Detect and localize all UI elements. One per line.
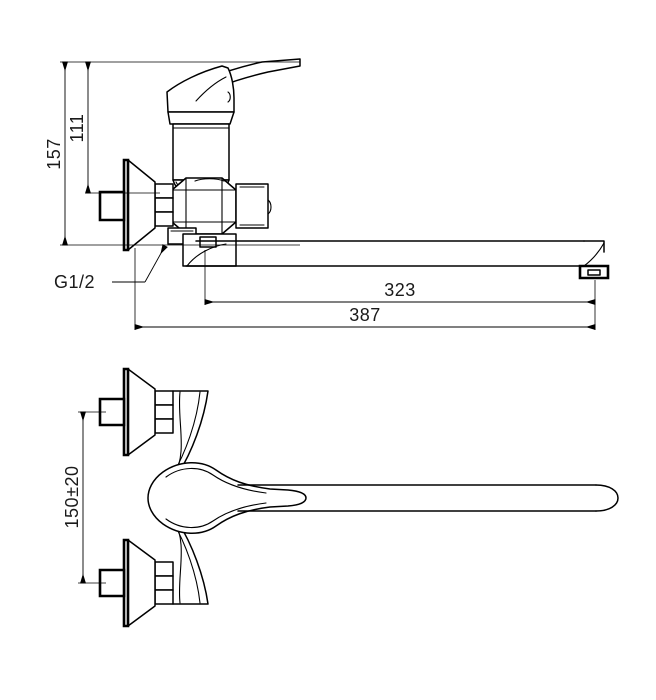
lever-handle	[166, 58, 301, 125]
thread-callout-text: G1/2	[54, 272, 95, 292]
dimension-overall-height-text: 157	[44, 138, 64, 170]
dimension-group-side-elevation: 157 111 323 387 G1/2	[44, 61, 596, 330]
view-side-elevation	[98, 58, 610, 280]
dimension-inlet-centers-text: 150±20	[62, 466, 82, 529]
annotation-thread-callout: G1/2	[54, 244, 168, 292]
aerator	[578, 264, 610, 280]
dimension-spout-reach: 323	[204, 280, 596, 305]
dimension-inlet-height: 111	[67, 61, 91, 194]
dimension-group-top-plan: 150±20	[62, 411, 106, 584]
valve-housing	[171, 177, 237, 235]
dimension-inlet-height-text: 111	[67, 114, 87, 143]
plan-inlet-lower	[98, 538, 174, 628]
dimension-overall-height: 157	[44, 61, 68, 246]
spout-tube	[185, 240, 605, 267]
inlet-left-assembly	[98, 158, 174, 252]
leader-branch-1	[144, 244, 168, 283]
dimension-overall-length: 387	[134, 305, 596, 330]
dimension-overall-length-text: 387	[349, 305, 381, 325]
dimension-inlet-centers: 150±20	[62, 411, 86, 584]
view-top-plan	[98, 367, 619, 628]
plan-lever-handle	[147, 462, 307, 534]
plan-spout	[237, 484, 619, 512]
plan-inlet-upper	[98, 367, 174, 457]
spout-swivel-base	[182, 233, 237, 267]
dimension-spout-reach-text: 323	[384, 280, 416, 300]
outlet-right-cap	[235, 183, 272, 229]
